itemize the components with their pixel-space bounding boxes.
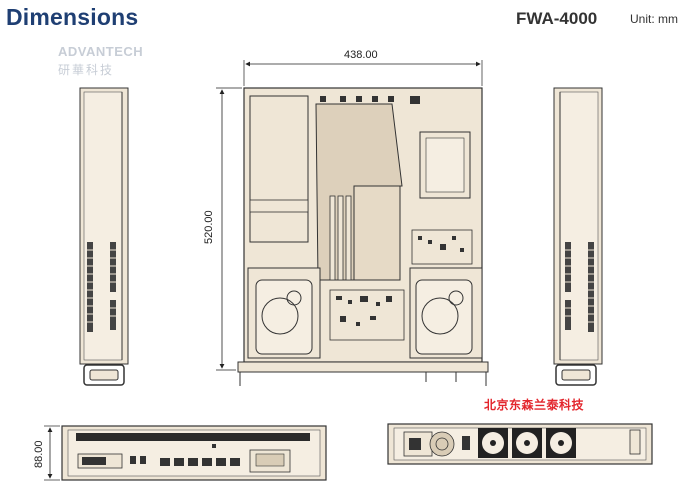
- width-label: 438.00: [344, 49, 378, 61]
- dimension-width: [243, 60, 483, 86]
- top-view: [237, 87, 489, 386]
- unit-label: Unit: mm: [630, 12, 678, 26]
- front-view: [61, 425, 327, 481]
- left-side-view: [79, 87, 129, 386]
- depth-label: 520.00: [203, 210, 215, 244]
- model-name: FWA-4000: [516, 9, 598, 28]
- watermark-text: 北京东森兰泰科技: [484, 398, 585, 412]
- dimension-depth: [216, 87, 242, 371]
- page-title: Dimensions: [6, 4, 139, 30]
- rear-fans: [478, 428, 576, 458]
- brand-logo-cn: 研華科技: [58, 63, 115, 77]
- brand-logo: ADVANTECH: [58, 44, 144, 59]
- rear-view: [387, 423, 653, 465]
- dimension-height: [44, 425, 60, 481]
- height-label: 88.00: [33, 440, 45, 468]
- right-side-view: [553, 87, 603, 386]
